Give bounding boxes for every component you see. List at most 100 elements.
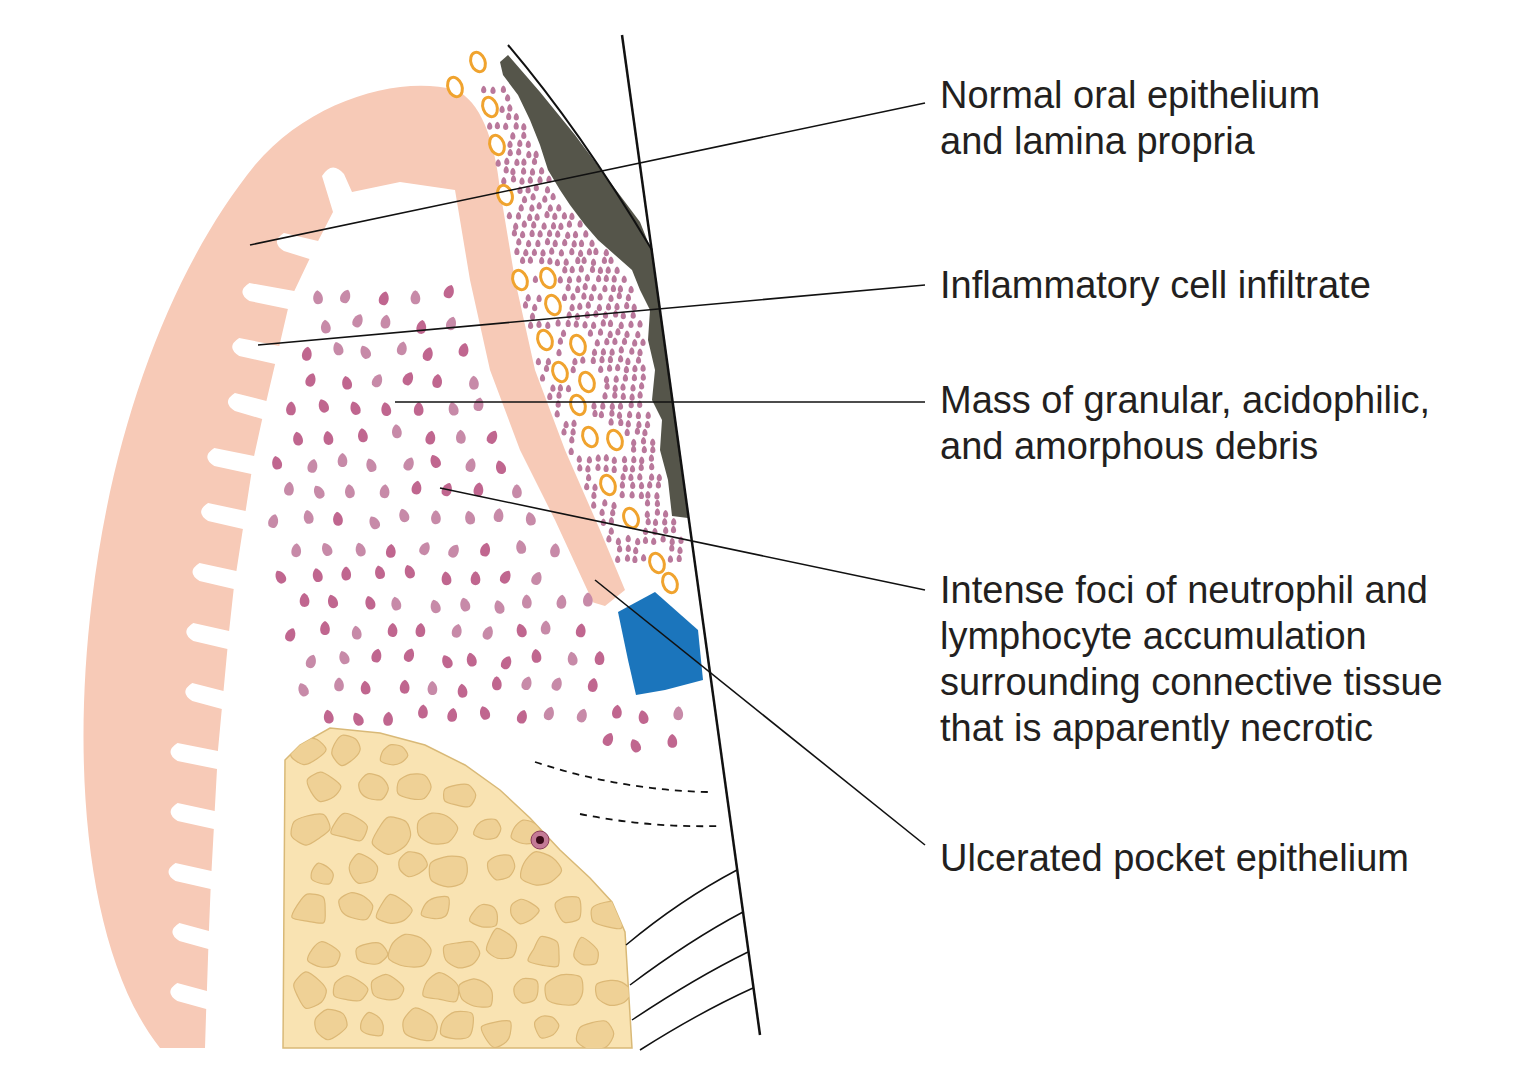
inflammatory-cell bbox=[520, 256, 525, 264]
inflammatory-cell bbox=[567, 276, 572, 284]
inflammatory-cell bbox=[612, 337, 617, 345]
inflammatory-cell bbox=[344, 484, 356, 499]
inflammatory-cell bbox=[537, 176, 542, 184]
inflammatory-cell bbox=[640, 338, 645, 346]
inflammatory-cell bbox=[311, 567, 324, 583]
inflammatory-cell bbox=[316, 397, 330, 414]
inflammatory-cell bbox=[402, 563, 416, 579]
inflammatory-cell bbox=[431, 510, 441, 524]
inflammatory-cell bbox=[566, 320, 571, 328]
leader-line bbox=[595, 580, 925, 845]
inflammatory-cell bbox=[622, 275, 627, 283]
inflammatory-cell bbox=[591, 258, 596, 266]
inflammatory-cell bbox=[619, 346, 624, 354]
inflammatory-cell bbox=[565, 231, 570, 239]
inflammatory-cell bbox=[618, 355, 623, 363]
inflammatory-cell bbox=[341, 566, 351, 580]
inflammatory-cell bbox=[604, 338, 609, 346]
inflammatory-cell bbox=[536, 358, 541, 366]
marrow-space bbox=[591, 901, 623, 929]
inflammatory-cell bbox=[620, 383, 625, 391]
inflammatory-cell bbox=[507, 104, 512, 112]
inflammatory-cell bbox=[579, 265, 584, 273]
inflammatory-cell bbox=[566, 385, 571, 393]
inflammatory-cell bbox=[364, 457, 378, 473]
marrow-space bbox=[429, 856, 467, 887]
inflammatory-cell bbox=[671, 518, 676, 526]
inflammatory-cell bbox=[609, 348, 614, 356]
inflammatory-cell bbox=[524, 511, 537, 527]
inflammatory-cell bbox=[360, 680, 371, 695]
inflammatory-cell bbox=[520, 231, 525, 239]
inflammatory-cell bbox=[571, 419, 576, 427]
inflammatory-cell bbox=[338, 453, 348, 467]
inflammatory-cell bbox=[326, 593, 340, 609]
inflammatory-cell bbox=[334, 677, 344, 691]
inflammatory-cell bbox=[471, 571, 481, 585]
inflammatory-cell bbox=[306, 458, 319, 474]
marrow-space bbox=[380, 745, 408, 765]
inflammatory-cell bbox=[618, 285, 623, 293]
inflammatory-cell bbox=[637, 320, 642, 328]
inflammatory-cell bbox=[451, 623, 464, 639]
inflammatory-cell bbox=[642, 429, 647, 437]
inflammatory-cell bbox=[610, 402, 615, 410]
inflammatory-cell bbox=[618, 419, 623, 427]
inflammatory-cell bbox=[388, 623, 398, 637]
debris-cell bbox=[660, 571, 680, 595]
inflammatory-cell bbox=[614, 303, 619, 311]
inflammatory-cell bbox=[492, 676, 502, 690]
inflammatory-cell bbox=[380, 314, 392, 329]
marrow-space bbox=[371, 974, 403, 999]
inflammatory-cell bbox=[530, 168, 535, 176]
inflammatory-cell bbox=[519, 177, 524, 185]
inflammatory-cell bbox=[555, 319, 560, 327]
inflammatory-cell bbox=[402, 455, 417, 472]
inflammatory-cells bbox=[267, 283, 684, 754]
inflammatory-cell bbox=[671, 526, 676, 534]
inflammatory-cell bbox=[630, 481, 635, 489]
inflammatory-cell bbox=[617, 545, 622, 553]
inflammatory-cell bbox=[569, 248, 574, 256]
inflammatory-cell bbox=[516, 212, 521, 220]
inflammatory-cell bbox=[608, 320, 613, 328]
marrow-space bbox=[511, 899, 540, 924]
inflammatory-cell bbox=[623, 374, 628, 382]
marrow-space bbox=[486, 928, 516, 958]
inflammatory-cell bbox=[651, 537, 656, 545]
inflammatory-cell bbox=[636, 356, 641, 364]
inflammatory-cell bbox=[626, 535, 631, 543]
vessel-lumen bbox=[536, 836, 544, 844]
inflammatory-cell bbox=[495, 122, 500, 130]
inflammatory-cell bbox=[598, 365, 603, 373]
inflammatory-cell bbox=[531, 648, 542, 663]
callout-label: Intense foci of neutrophil and lymphocyt… bbox=[940, 567, 1446, 751]
inflammatory-cell bbox=[416, 319, 428, 334]
inflammatory-cell bbox=[493, 508, 504, 523]
inflammatory-cell bbox=[428, 453, 443, 470]
inflammatory-cell bbox=[457, 683, 468, 698]
inflammatory-cell bbox=[556, 594, 567, 609]
marrow-space bbox=[294, 972, 327, 1009]
inflammatory-cell bbox=[556, 349, 561, 357]
inflammatory-cell bbox=[635, 331, 640, 339]
marrow-space bbox=[417, 813, 457, 844]
inflammatory-cell bbox=[599, 356, 604, 364]
inflammatory-cell bbox=[649, 473, 654, 481]
inflammatory-cell bbox=[427, 681, 437, 695]
inflammatory-cell bbox=[556, 391, 561, 399]
inflammatory-cell bbox=[649, 454, 654, 462]
inflammatory-cell bbox=[341, 375, 354, 391]
inflammatory-cell bbox=[646, 518, 651, 526]
inflammatory-cell bbox=[504, 157, 509, 165]
inflammatory-cell bbox=[414, 402, 424, 416]
inflammatory-cell bbox=[572, 240, 577, 248]
inflammatory-cell bbox=[637, 473, 642, 481]
connective-tissue bbox=[169, 167, 641, 1048]
inflammatory-cell bbox=[527, 214, 532, 222]
inflammatory-cell bbox=[320, 621, 330, 635]
marrow-space bbox=[459, 979, 493, 1007]
inflammatory-cell bbox=[587, 456, 592, 464]
inflammatory-cell bbox=[612, 275, 617, 283]
inflammatory-cell bbox=[631, 456, 636, 464]
